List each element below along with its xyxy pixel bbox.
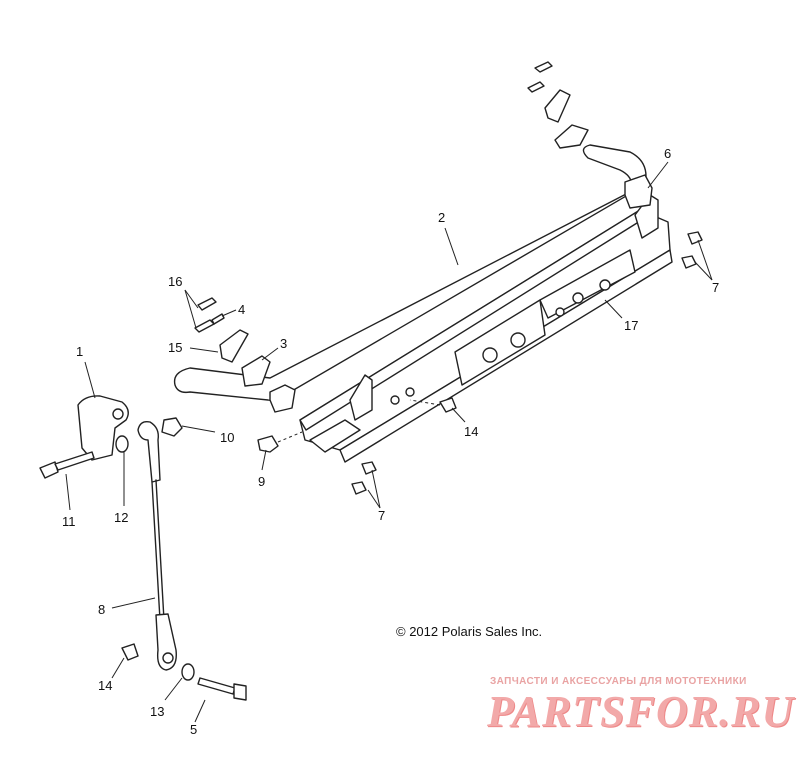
callout-17: 17 [624, 318, 638, 333]
watermark-logo: PARTSFOR.RU [487, 687, 795, 736]
nut-7-top-b [681, 255, 697, 269]
callout-3: 3 [280, 336, 287, 351]
callout-11: 11 [62, 514, 76, 529]
callout-13: 13 [150, 704, 164, 719]
stabilizer-bar-part [173, 144, 647, 402]
callout-6: 6 [664, 146, 671, 161]
callout-14-right: 14 [464, 424, 478, 439]
washer-13-part [181, 663, 195, 681]
callout-2: 2 [438, 210, 445, 225]
hardware-cluster-top-right [527, 61, 589, 149]
nut-10-part [161, 417, 183, 437]
callout-14-left: 14 [98, 678, 112, 693]
nut-7-bottom-a [361, 461, 377, 475]
bolt-5-part [197, 677, 247, 701]
clamp-left-part [219, 329, 271, 387]
washer-12-part [115, 435, 129, 453]
callout-7-top: 7 [712, 280, 719, 295]
nut-7-bottom-b [351, 481, 367, 495]
bolt-11-part [39, 451, 95, 479]
bushing-right-part [624, 174, 653, 209]
callout-labels: 1 2 3 4 5 6 7 7 8 9 10 11 12 13 14 14 15… [62, 146, 719, 737]
callout-4: 4 [238, 302, 245, 317]
nut-14-left-part [121, 643, 139, 661]
callout-10: 10 [220, 430, 234, 445]
callout-5: 5 [190, 722, 197, 737]
callout-9: 9 [258, 474, 265, 489]
callout-16: 16 [168, 274, 182, 289]
callout-12: 12 [114, 510, 128, 525]
callout-8: 8 [98, 602, 105, 617]
nut-9-part [257, 435, 279, 453]
callout-15: 15 [168, 340, 182, 355]
watermark-tagline: ЗАПЧАСТИ И АКСЕССУАРЫ ДЛЯ МОТОТЕХНИКИ [490, 676, 747, 687]
leader-lines [65, 161, 713, 723]
nut-7-top-a [687, 231, 703, 245]
small-bolts-left [194, 297, 225, 333]
link-rod-part [137, 420, 177, 671]
bushing-left-part [269, 384, 296, 413]
callout-1: 1 [76, 344, 83, 359]
copyright-text: © 2012 Polaris Sales Inc. [396, 624, 543, 639]
callout-7-bottom: 7 [378, 508, 385, 523]
rail-bracket-part [299, 194, 673, 463]
